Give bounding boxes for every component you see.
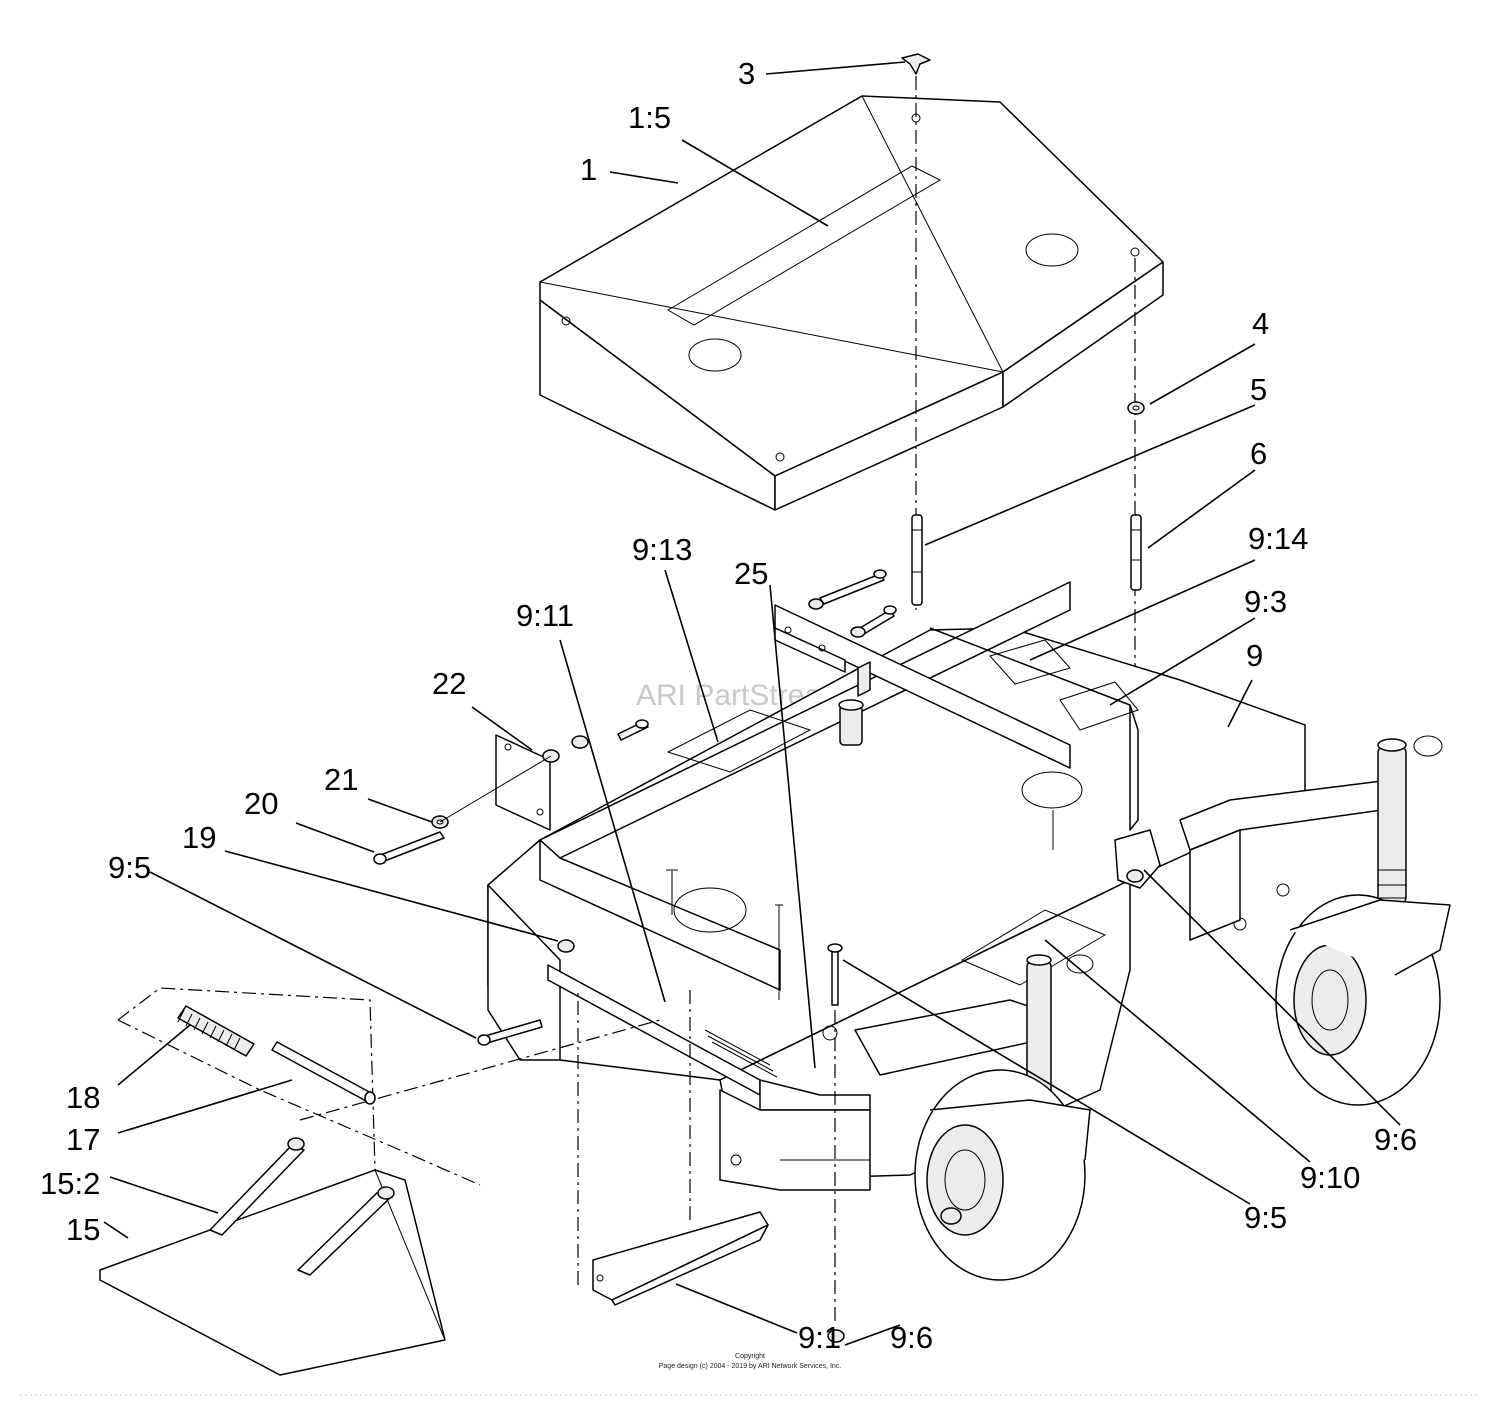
callout-17: 17 [66, 1122, 100, 1157]
callout-25: 25 [734, 556, 768, 591]
callout-1-5: 1:5 [628, 100, 671, 135]
callout-4: 4 [1252, 306, 1269, 341]
callout-9-6-right: 9:6 [1374, 1122, 1417, 1157]
callout-22: 22 [432, 666, 466, 701]
stud-6 [1130, 514, 1142, 591]
callout-9-6-bottom: 9:6 [890, 1320, 933, 1355]
bolt-9-5 [827, 943, 843, 1006]
copyright-label: Copyright [735, 1353, 765, 1360]
leader-lines [103, 61, 1401, 1346]
deck-cover [539, 95, 1164, 511]
side-bracket [373, 719, 649, 865]
callout-9-5-left: 9:5 [108, 850, 151, 885]
callout-15-2: 15:2 [40, 1166, 100, 1201]
callout-18: 18 [66, 1080, 100, 1115]
discharge-chute [99, 987, 661, 1376]
callout-1: 1 [580, 152, 597, 187]
copyright-text: Page design (c) 2004 - 2019 by ARI Netwo… [659, 1363, 842, 1370]
hinge-rod [271, 1041, 376, 1105]
nut-4 [1127, 401, 1145, 415]
callout-6: 6 [1250, 436, 1267, 471]
callout-9-3: 9:3 [1244, 584, 1287, 619]
callout-20: 20 [244, 786, 278, 821]
callout-15: 15 [66, 1212, 100, 1247]
callout-5: 5 [1250, 372, 1267, 407]
callout-9-1: 9:1 [798, 1320, 841, 1355]
knob [901, 53, 931, 75]
nut-9-6-top [1126, 869, 1144, 883]
caster-wheel-front [854, 954, 1094, 1281]
stud-5 [911, 514, 923, 606]
callout-9-10: 9:10 [1300, 1160, 1360, 1195]
callout-9-11: 9:11 [516, 598, 574, 633]
deflector [592, 1211, 769, 1306]
callout-21: 21 [324, 762, 358, 797]
rear-bracket [774, 569, 1071, 769]
caster-wheel-right [1179, 735, 1451, 1106]
callout-9-14: 9:14 [1248, 521, 1308, 556]
bolt-9-5-left [477, 1019, 543, 1046]
torsion-spring [177, 1005, 255, 1057]
callout-9-5-right: 9:5 [1244, 1200, 1287, 1235]
callout-9: 9 [1246, 638, 1263, 673]
nut-9-6-bottom [827, 1329, 845, 1343]
callout-3: 3 [738, 56, 755, 91]
mower-deck [487, 581, 1306, 1191]
callout-9-13: 9:13 [632, 532, 692, 567]
callout-19: 19 [182, 820, 216, 855]
nut-19 [557, 939, 575, 953]
